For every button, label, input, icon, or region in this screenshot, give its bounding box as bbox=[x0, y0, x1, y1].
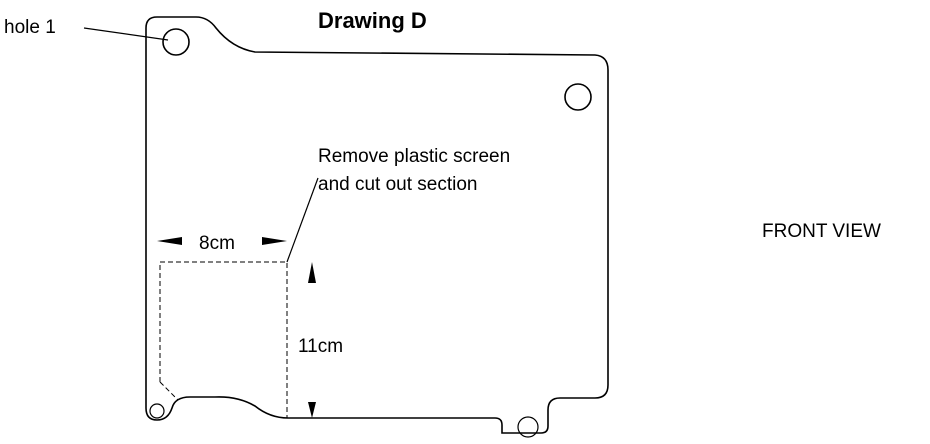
height-label: 11cm bbox=[298, 336, 343, 357]
hole-1-circle bbox=[162, 28, 190, 56]
height-arrow-bottom bbox=[308, 402, 316, 418]
hole-bottom-left-circle bbox=[149, 403, 165, 419]
width-arrow-right bbox=[262, 237, 287, 245]
cut-out-region bbox=[159, 261, 288, 418]
instruction-line-2: and cut out section bbox=[318, 174, 478, 195]
panel-outline bbox=[145, 16, 609, 434]
hole-top-right-circle bbox=[564, 83, 592, 111]
hole-bottom-right-circle bbox=[517, 416, 539, 438]
view-label: FRONT VIEW bbox=[762, 221, 881, 242]
width-label: 8cm bbox=[199, 233, 235, 254]
instruction-line-1: Remove plastic screen bbox=[318, 146, 510, 167]
instruction-leader bbox=[286, 177, 319, 263]
drawing-title: Drawing D bbox=[318, 8, 427, 33]
height-arrow-top bbox=[308, 262, 316, 283]
width-arrow-left bbox=[157, 237, 182, 245]
hole-1-leader bbox=[83, 27, 169, 41]
hole-1-label: hole 1 bbox=[4, 17, 56, 38]
